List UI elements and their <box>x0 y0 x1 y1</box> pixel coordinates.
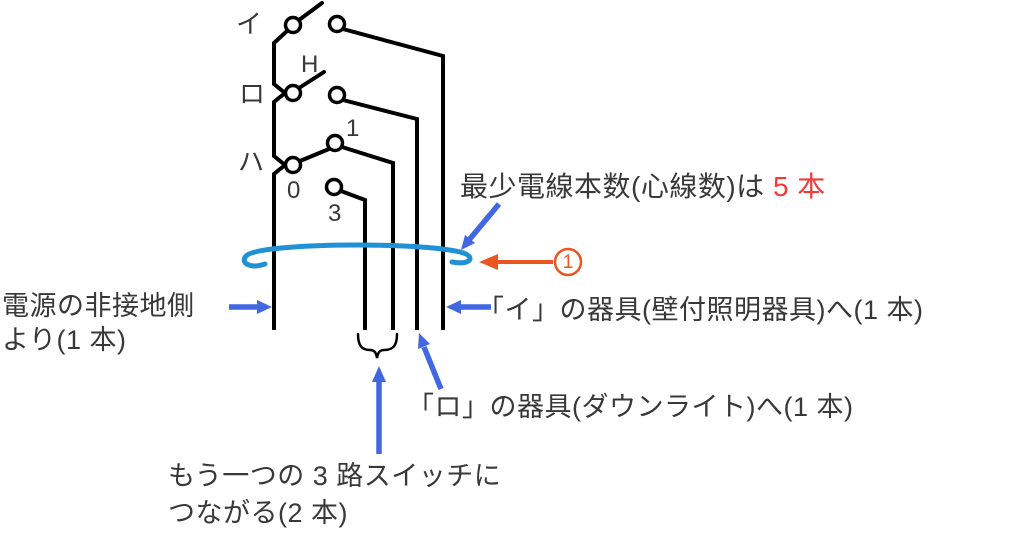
terminal-1-label: 1 <box>346 115 360 142</box>
loop-pointer-arrowhead <box>461 235 475 250</box>
switch-ro-lever <box>297 70 326 90</box>
switch-ro-h-mark: H <box>301 51 319 78</box>
switch-i-lever <box>297 1 324 22</box>
switch-ha-terminal-1 <box>325 133 345 153</box>
power-source-line2: より(1 本) <box>2 325 127 355</box>
marker-number: 1 <box>562 252 574 273</box>
power-arrowhead <box>257 300 272 314</box>
fixture-i-arrowhead <box>446 300 461 314</box>
fixture-ro-label: 「ロ」の器具(ダウンライト)へ(1 本) <box>407 392 854 422</box>
three-way-arrowhead <box>372 366 386 382</box>
fixture-ro-arrow <box>421 345 444 391</box>
switch-ha-terminal1-wire <box>341 145 395 330</box>
three-way-line2: つながる(2 本) <box>168 498 348 528</box>
switch-ha-terminal3-wire <box>340 189 367 330</box>
switch-ha-terminal-3 <box>324 177 344 197</box>
switch-ro-left-terminal <box>283 83 303 103</box>
switch-ro-label: ロ <box>239 79 266 109</box>
wire-count-value: 5 本 <box>772 171 826 202</box>
cable-loop <box>241 242 473 269</box>
switch-ro-right-terminal <box>327 85 347 105</box>
switch-i-label: イ <box>236 9 263 39</box>
loop-pointer-arrow <box>466 202 502 242</box>
three-way-label: もう一つの 3 路スイッチに つながる(2 本) <box>168 458 501 532</box>
switch-ro-output-wire <box>342 98 419 330</box>
wire-count-title: 最少電線本数(心線数)は 5 本 <box>460 170 826 204</box>
switch-ha-lever <box>298 147 331 163</box>
switch-ha-common-terminal <box>283 155 303 175</box>
power-source-line1: 電源の非接地側 <box>2 291 195 321</box>
terminal-0-label: 0 <box>287 177 301 204</box>
marker-circle <box>553 247 583 277</box>
switch-i-output-wire <box>342 27 445 330</box>
power-source-label: 電源の非接地側 より(1 本) <box>2 289 195 357</box>
three-way-brace <box>356 332 399 359</box>
fixture-i-label: 「イ」の器具(壁付照明器具)へ(1 本) <box>477 295 924 325</box>
switch-i-right-terminal <box>327 14 347 34</box>
switch-i-left-terminal <box>283 15 303 35</box>
switch-ha-label: ハ <box>238 147 265 177</box>
feed-wire <box>272 29 289 330</box>
terminal-3-label: 3 <box>328 200 342 227</box>
wire-count-title-text: 最少電線本数(心線数)は <box>460 171 773 202</box>
fixture-ro-arrowhead <box>418 333 430 349</box>
marker-arrowhead <box>479 254 498 270</box>
three-way-line1: もう一つの 3 路スイッチに <box>168 461 502 491</box>
